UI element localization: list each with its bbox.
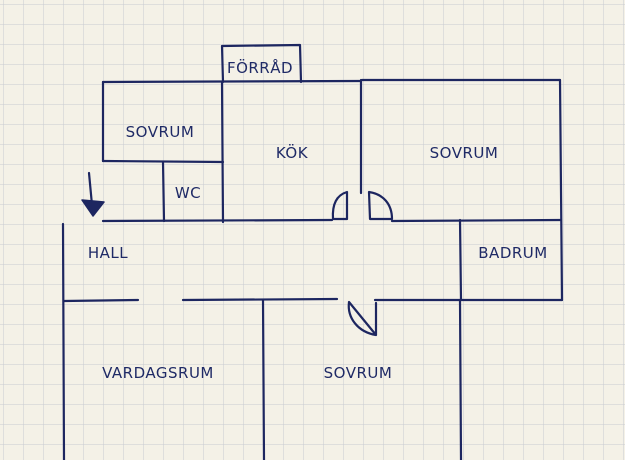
wall-wc-left (161, 160, 166, 223)
wall-bathroom-left (458, 218, 463, 302)
wall-hall-top-right (390, 218, 563, 223)
wall-top (101, 79, 362, 84)
doors (331, 190, 394, 337)
wall-right (558, 78, 564, 302)
wall-left-lower (61, 222, 66, 460)
walls (61, 43, 564, 460)
entrance-arrow-icon (81, 171, 105, 217)
label-small-bedroom: SOVRUM (126, 123, 195, 141)
door-kitchen (331, 190, 349, 221)
label-living-room: VARDAGSRUM (102, 364, 214, 382)
label-hall: HALL (88, 244, 128, 262)
wall-kitchen-left (220, 80, 225, 224)
label-bathroom: BADRUM (478, 244, 547, 262)
wall-hall-bottom-mid (181, 297, 339, 302)
wall-hall-top-left (101, 218, 334, 223)
label-kitchen: KÖK (276, 143, 309, 162)
label-bottom-bedroom: SOVRUM (324, 364, 393, 382)
wall-living-divider (261, 298, 266, 460)
room-labels: FÖRRÅD SOVRUM WC KÖK SOVRUM HALL BADRUM … (88, 58, 547, 382)
label-right-bedroom: SOVRUM (430, 144, 499, 162)
wall-bottom-bedroom-right (458, 298, 463, 460)
door-bottom-bedroom (347, 300, 378, 337)
label-storage: FÖRRÅD (227, 58, 293, 77)
label-wc: WC (175, 184, 201, 202)
wall-hall-bottom-left (62, 298, 140, 303)
wall-storage (220, 43, 303, 84)
door-bedroom-right (367, 190, 394, 221)
